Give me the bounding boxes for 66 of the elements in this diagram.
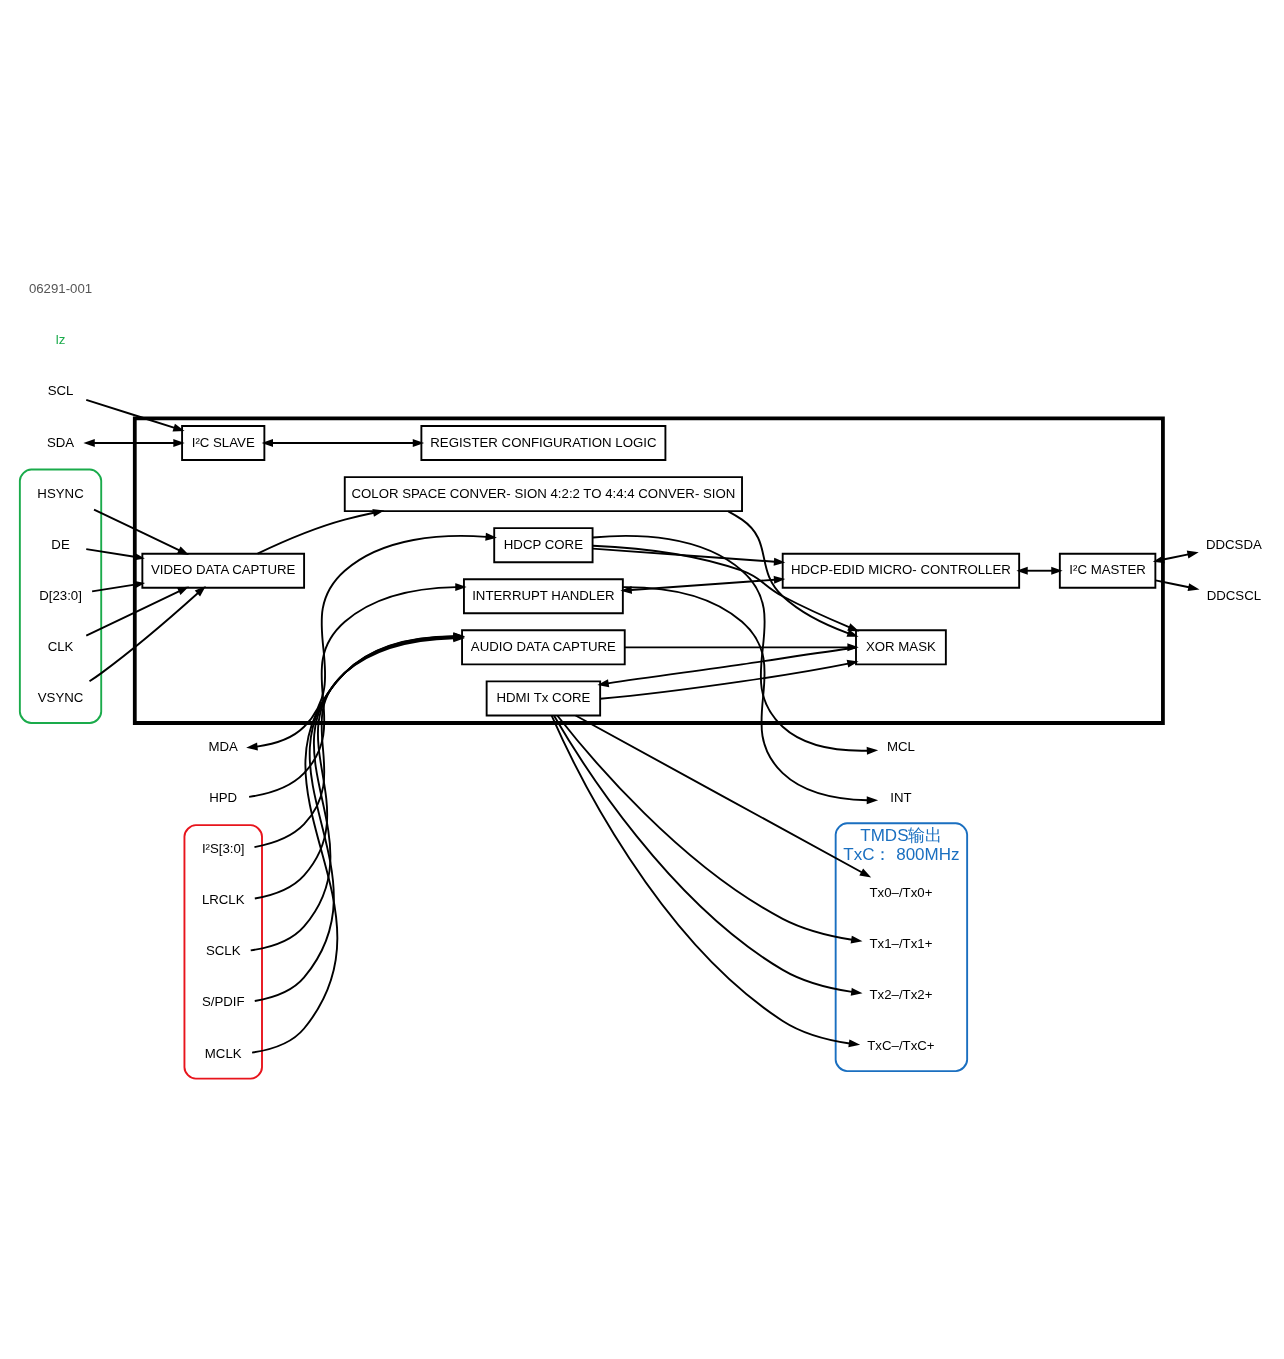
cluster: [18, 468, 103, 724]
node-text: I²S[3:0]: [201, 841, 245, 857]
arrow: [624, 643, 859, 652]
node-text: DDCSDA: [1205, 536, 1262, 552]
arrow: [91, 580, 146, 593]
node-text: TxC–/TxC+: [867, 1037, 935, 1053]
arrow: [1152, 550, 1199, 564]
node-box: VIDEO DATA CAPTURE: [141, 552, 306, 589]
node-label: TMDS输出: [860, 825, 943, 845]
arrow: [550, 714, 861, 1048]
node-text: S/PDIF: [201, 994, 245, 1010]
arrow: [93, 508, 189, 555]
arrow: [1154, 579, 1200, 591]
arrow: [622, 586, 879, 805]
cluster: [834, 822, 969, 1073]
node-box: I²C SLAVE: [181, 425, 266, 461]
node-text: VSYNC: [37, 689, 84, 705]
label: 06291-001: [28, 281, 93, 297]
node-text: HPD: [209, 790, 238, 806]
arrow: [261, 439, 425, 448]
node-text: Tx1–/Tx1+: [869, 935, 933, 951]
arrow: [553, 714, 863, 996]
node-text: D[23:0]: [39, 587, 82, 603]
node-text: SDA: [46, 434, 75, 450]
arrow: [591, 544, 860, 632]
arrow: [620, 575, 786, 594]
node-box: HDCP CORE: [493, 527, 594, 564]
arrow: [591, 547, 786, 566]
node-text: SCL: [47, 383, 74, 399]
node-text: CLK: [47, 638, 74, 654]
node-text: DE: [51, 536, 70, 552]
node-box: INTERRUPT HANDLER: [463, 578, 624, 615]
arrow: [85, 586, 189, 637]
arrow: [256, 508, 385, 555]
node-box: XOR MASK: [855, 629, 947, 666]
cluster: [183, 824, 263, 1080]
arrow: [599, 659, 859, 700]
arrow: [246, 532, 497, 751]
node-text: MDA: [208, 739, 238, 755]
node-text: MCL: [886, 739, 915, 755]
arrow: [556, 714, 863, 944]
node-text: Tx0–/Tx0+: [869, 884, 933, 900]
arrow: [85, 548, 145, 561]
node-text: LRCLK: [201, 892, 245, 908]
arrow: [88, 585, 206, 683]
node-box: REGISTER CONFIGURATION LOGIC: [420, 425, 667, 461]
label: lz: [55, 332, 66, 348]
node-box: HDCP-EDID MICRO- CONTROLLER: [781, 552, 1021, 589]
arrow: [574, 714, 872, 878]
node-box: AUDIO DATA CAPTURE: [461, 629, 626, 666]
node-text: MCLK: [204, 1045, 242, 1061]
arrow: [597, 646, 857, 688]
arrow: [85, 398, 185, 432]
arrow: [83, 439, 185, 448]
node-text: INT: [890, 790, 912, 806]
node-label: TxC： 800MHz: [843, 844, 960, 864]
arrow: [1016, 566, 1063, 575]
node-text: Tx2–/Tx2+: [869, 986, 933, 1002]
node-text: HSYNC: [37, 485, 84, 501]
arrow: [591, 535, 879, 755]
node-box: COLOR SPACE CONVER- SION 4:2:2 TO 4:4:4 CONVER- SION: [343, 476, 743, 513]
arrow: [727, 510, 859, 637]
node-box: HDMI Tx CORE: [485, 680, 602, 717]
node-box: I²C MASTER: [1058, 552, 1157, 589]
node-text: DDCSCL: [1206, 587, 1262, 603]
node-text: SCLK: [205, 943, 241, 959]
